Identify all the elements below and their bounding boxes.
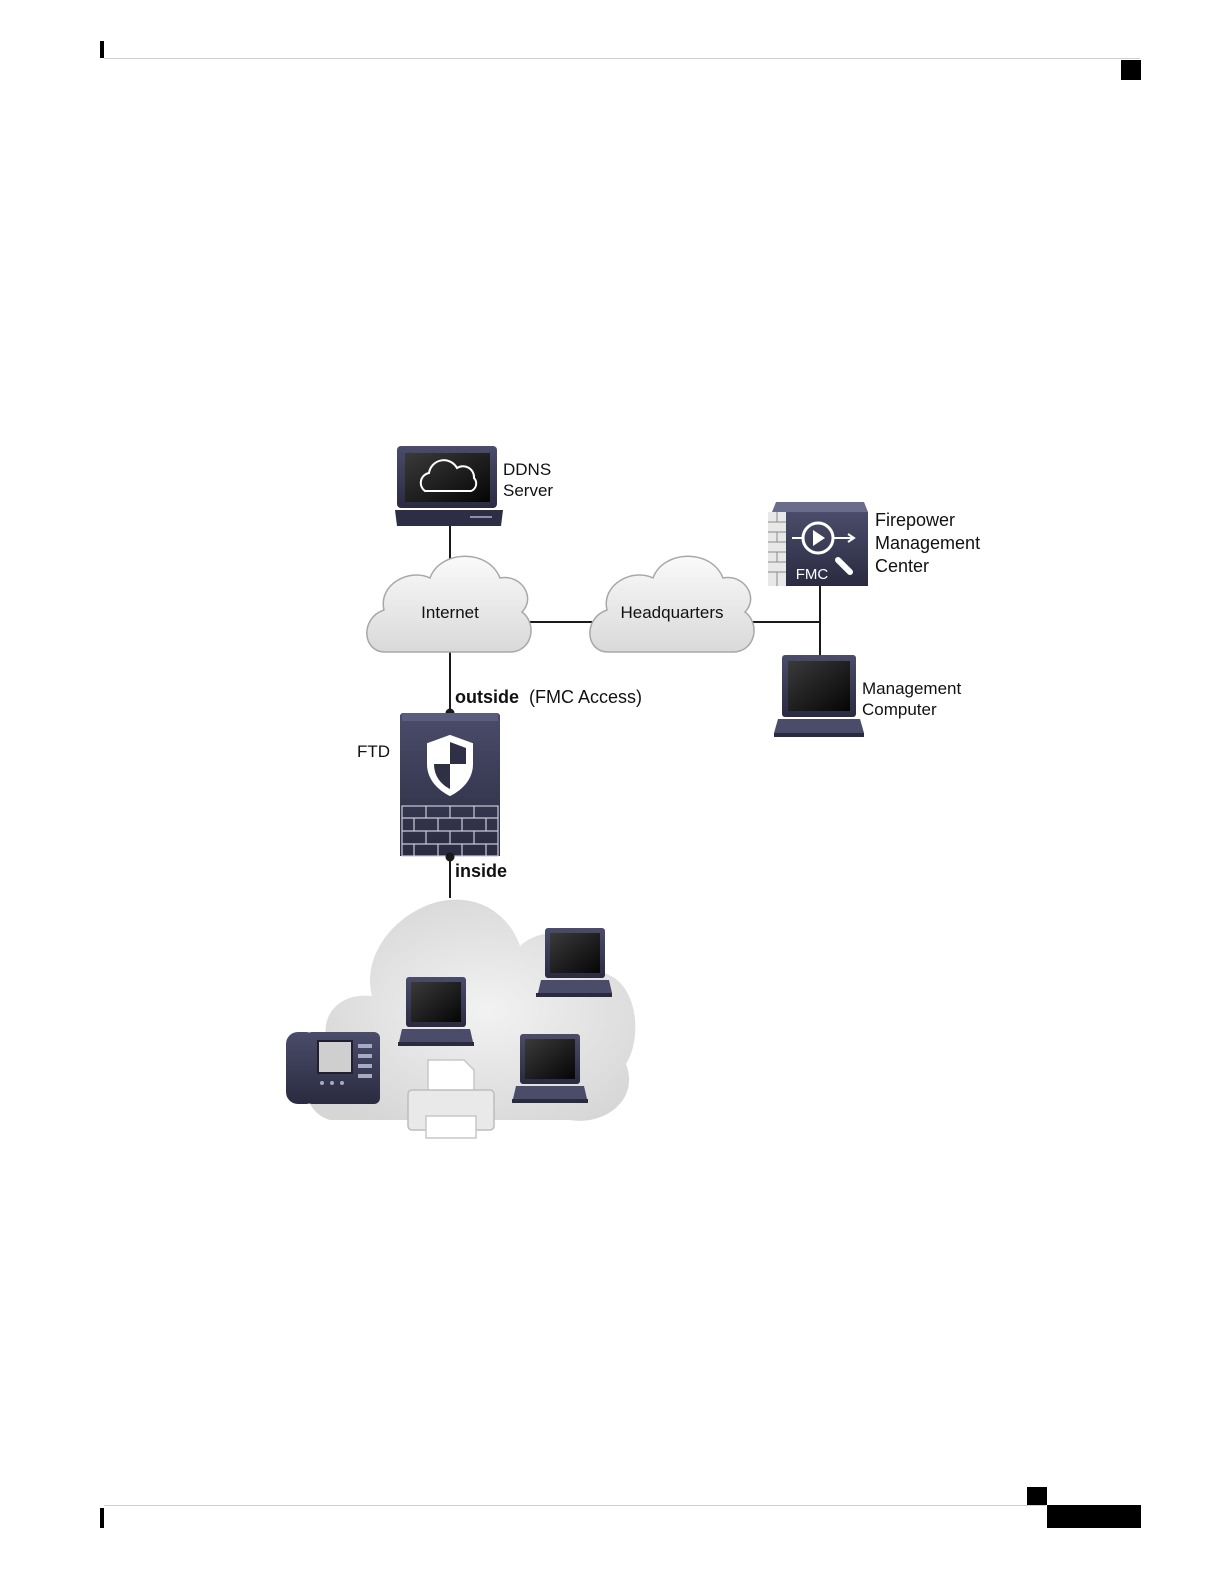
- outside-note: (FMC Access): [529, 687, 642, 707]
- outside-interface-label: outside (FMC Access): [455, 687, 642, 707]
- management-laptop-icon: [774, 655, 864, 737]
- fmc-label-line1: Firepower: [875, 510, 955, 530]
- inside-interface-label: inside: [455, 861, 507, 881]
- lan-laptop-icon: [536, 928, 612, 997]
- fmc-label-line2: Management: [875, 533, 980, 553]
- lan-laptop-icon: [512, 1034, 588, 1103]
- lan-laptop-icon: [398, 977, 474, 1046]
- headquarters-label: Headquarters: [620, 603, 723, 622]
- inside-port-dot: [446, 853, 455, 862]
- fmc-badge: FMC: [796, 566, 829, 583]
- fmc-label-line3: Center: [875, 556, 929, 576]
- internet-label: Internet: [421, 603, 479, 622]
- ftd-firewall-icon: [400, 713, 500, 856]
- ddns-label-line2: Server: [503, 481, 553, 500]
- ip-phone-icon: [286, 1032, 380, 1104]
- mgmt-label-line1: Management: [862, 679, 962, 698]
- mgmt-label-line2: Computer: [862, 700, 937, 719]
- outside-name: outside: [455, 687, 519, 707]
- ftd-label: FTD: [357, 742, 390, 761]
- ddns-server-icon: [395, 446, 503, 526]
- ddns-label-line1: DDNS: [503, 460, 551, 479]
